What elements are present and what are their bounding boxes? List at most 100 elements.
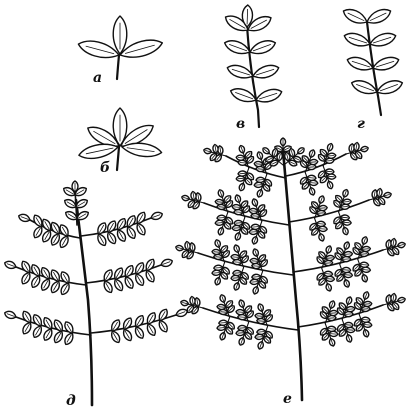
leaflet-midrib [239,328,245,329]
pinnule-cluster [319,144,336,167]
label-c: в [236,117,245,131]
pinnule-cluster [176,242,198,259]
pinnule-cluster [334,212,351,235]
leaflet-midrib [327,258,333,259]
leaflet-midrib [308,167,314,168]
leaflet-midrib [342,207,348,208]
pinnule-cluster [232,195,249,218]
pinnule-cluster [321,323,338,346]
pinnule-cluster [346,143,368,160]
pinnule-cluster [236,323,253,346]
leaflet-midrib [318,213,324,214]
pinnule-cluster [317,268,334,291]
pinnule-cluster [383,239,405,256]
leaflet-midrib [257,316,263,317]
leaflet-midrib [319,229,325,230]
pinna-rachis [289,200,369,222]
pinnule-cluster [319,166,336,189]
pinnule-cluster [335,265,352,288]
pinna-left [181,295,298,349]
leaf-b-palmate [79,108,162,170]
pinnule-cluster [236,168,253,191]
pinna-terminal [64,181,89,225]
leaflet-midrib [238,312,244,313]
pinna-right [86,259,172,292]
leaflet-midrib [347,309,353,310]
pinnule-cluster [182,192,204,209]
pinna-right [298,292,405,346]
pinnule-cluster [215,190,232,213]
leaflet-midrib [257,337,263,338]
leaflet-midrib [251,211,257,212]
leaflet-midrib [219,218,225,219]
leaflet-midrib [330,313,336,314]
leaflet-midrib [362,320,368,321]
leaflet-midrib [240,163,246,164]
leaflet-midrib [234,273,240,274]
pinna-left [182,190,289,244]
pinnule-cluster [231,268,248,291]
leaflet-midrib [253,266,259,267]
pinnule-cluster [204,145,226,162]
leaf-e-bipinnate [5,181,188,405]
pinnule-cluster [369,189,391,206]
leaflet-midrib [345,254,351,255]
pinnule-cluster [301,172,318,195]
pinna-right [293,237,405,291]
leaf-f-tripinnate [176,138,405,400]
leaflet-midrib [236,212,242,213]
pinnule-cluster [250,271,267,294]
pinnule-cluster [212,262,229,285]
leaf-d-paripinnate [343,10,402,115]
leaflet-midrib [258,169,264,170]
leaflet-midrib [258,321,264,322]
leaflet-midrib [252,282,258,283]
leaflet-midrib [251,232,257,233]
leaflet-midrib [253,216,259,217]
leaflet-midrib [330,334,336,335]
pinnule-cluster [215,212,232,235]
leaflet-midrib [238,333,244,334]
label-e: д [66,394,76,408]
leaflet-midrib [343,270,349,271]
leaflet-midrib [327,279,333,280]
petiole [117,147,119,170]
leaflet-midrib [310,183,316,184]
leaflet-midrib [319,208,325,209]
leaflet-midrib [234,207,240,208]
pinnule-cluster [338,297,355,320]
leaflet-midrib [343,259,349,260]
pinna-right [289,189,391,242]
leaflet-midrib [233,257,239,258]
leaflet-midrib [328,156,334,157]
leaflet-midrib [326,161,332,162]
pinnule-cluster [255,326,272,349]
pinnule-cluster [353,259,370,282]
leaflet-midrib [256,185,262,186]
leaflet-midrib [347,330,353,331]
pinna-left [5,311,91,344]
leaflet-midrib [343,202,349,203]
pinnule-cluster [383,294,405,311]
leaflet-midrib [310,162,316,163]
pinnule-cluster [353,237,370,260]
leaflet-midrib [345,325,351,326]
label-a: а [93,71,102,85]
pinnule-cluster [254,152,271,175]
leaflet-midrib [252,261,258,262]
leaflet-midrib [233,278,239,279]
pinnule-cluster [249,221,266,244]
leaflet-midrib [247,9,248,24]
leaflet-midrib [361,265,367,266]
pinnule-cluster [301,150,318,173]
label-d: г [357,117,365,131]
leaflet-midrib [345,314,351,315]
pinnule-cluster [232,218,249,241]
leaflet-midrib [234,262,240,263]
pinnule-cluster [310,218,327,241]
leaflet-midrib [236,223,242,224]
pinnule-cluster [236,146,253,169]
leaf-a-ternate [78,16,162,79]
main-rachis [76,200,92,405]
